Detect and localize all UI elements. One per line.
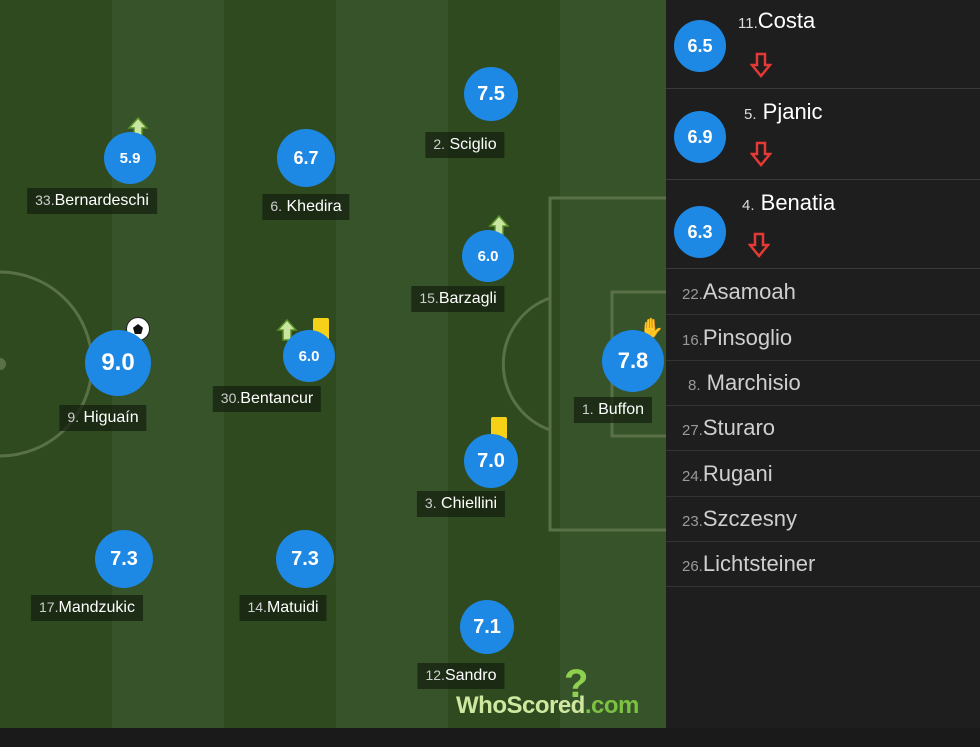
- player-name-label: 12.Sandro: [417, 663, 505, 689]
- rating-badge: 7.0: [464, 434, 518, 488]
- sub-player-name: 4. Benatia: [742, 190, 836, 215]
- bench-player-name: 27.Sturaro: [682, 415, 776, 440]
- bench-player-asamoah[interactable]: 22.Asamoah: [666, 269, 980, 315]
- bench-player-marchisio[interactable]: 8. Marchisio: [666, 360, 980, 406]
- player-name-label: 30.Bentancur: [212, 386, 322, 412]
- yellow-card-icon: [491, 417, 507, 439]
- player-name-label: 3. Chiellini: [416, 491, 506, 517]
- player-name-label: 9. Higuaín: [59, 405, 147, 431]
- sub-player-benatia[interactable]: 6.3 4. Benatia: [666, 180, 980, 269]
- bench-player-szczesny[interactable]: 23.Szczesny: [666, 496, 980, 542]
- sub-off-arrow-icon: [750, 52, 772, 78]
- rating-badge: 6.0: [283, 330, 335, 382]
- bottom-bar: [0, 728, 980, 747]
- player-name-label: 1. Buffon: [573, 397, 653, 423]
- sub-player-name: 5. Pjanic: [744, 99, 823, 124]
- rating-badge: 6.0: [462, 230, 514, 282]
- bench-player-rugani[interactable]: 24.Rugani: [666, 451, 980, 497]
- bench-player-name: 26.Lichtsteiner: [682, 551, 816, 576]
- rating-badge: 6.7: [277, 129, 335, 187]
- rating-badge: 7.8: [602, 330, 664, 392]
- whoscored-logo: ? WhoScored.com: [456, 662, 656, 724]
- sub-off-arrow-icon: [750, 141, 772, 167]
- rating-badge: 7.5: [464, 67, 518, 121]
- bench-player-name: 16.Pinsoglio: [682, 325, 793, 350]
- logo-mark: ?: [564, 662, 589, 706]
- bench-player-name: 23.Szczesny: [682, 506, 798, 531]
- rating-badge: 6.5: [674, 20, 726, 72]
- player-name-label: 17.Mandzukic: [31, 595, 143, 621]
- bench-player-pinsoglio[interactable]: 16.Pinsoglio: [666, 315, 980, 361]
- sub-off-arrow-icon: [748, 232, 770, 258]
- sub-player-pjanic[interactable]: 6.9 5. Pjanic: [666, 89, 980, 180]
- rating-badge: 5.9: [104, 132, 156, 184]
- player-name-label: 6. Khedira: [262, 194, 350, 220]
- rating-badge: 9.0: [85, 330, 151, 396]
- bench-player-name: 22.Asamoah: [682, 279, 796, 304]
- bench-player-lichtsteiner[interactable]: 26.Lichtsteiner: [666, 541, 980, 587]
- rating-badge: 7.3: [276, 530, 334, 588]
- rating-badge: 6.9: [674, 111, 726, 163]
- sub-player-name: 11.Costa: [738, 8, 816, 33]
- bench-player-sturaro[interactable]: 27.Sturaro: [666, 405, 980, 451]
- substitutes-panel: 6.5 11.Costa 6.9 5. Pjanic 6.3 4. Benati…: [666, 0, 980, 728]
- player-name-label: 14.Matuidi: [239, 595, 327, 621]
- pitch: 5.9 33.Bernardeschi 6.7 6. Khedira 7.5 2…: [0, 0, 666, 728]
- rating-badge: 7.3: [95, 530, 153, 588]
- bench-player-name: 24.Rugani: [682, 461, 773, 486]
- logo-text: WhoScored.com: [456, 692, 639, 719]
- player-name-label: 33.Bernardeschi: [27, 188, 157, 214]
- sub-player-costa[interactable]: 6.5 11.Costa: [666, 0, 980, 89]
- player-name-label: 15.Barzagli: [411, 286, 505, 312]
- bench-player-name: 8. Marchisio: [688, 370, 801, 395]
- rating-badge: 6.3: [674, 206, 726, 258]
- player-name-label: 2. Sciglio: [425, 132, 505, 158]
- rating-badge: 7.1: [460, 600, 514, 654]
